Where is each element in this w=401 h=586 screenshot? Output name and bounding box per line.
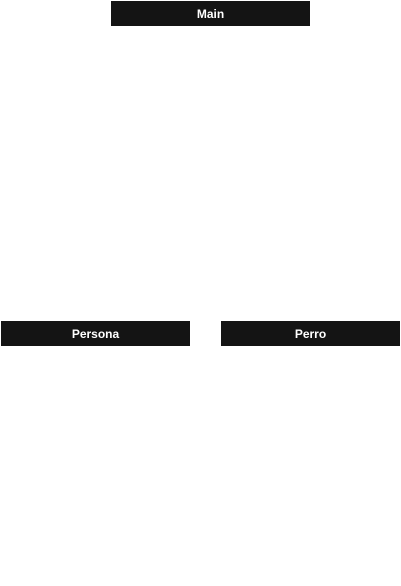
perro-class-header: Perro bbox=[221, 321, 400, 346]
persona-class-header: Persona bbox=[1, 321, 190, 346]
main-class-header: Main bbox=[111, 1, 310, 26]
